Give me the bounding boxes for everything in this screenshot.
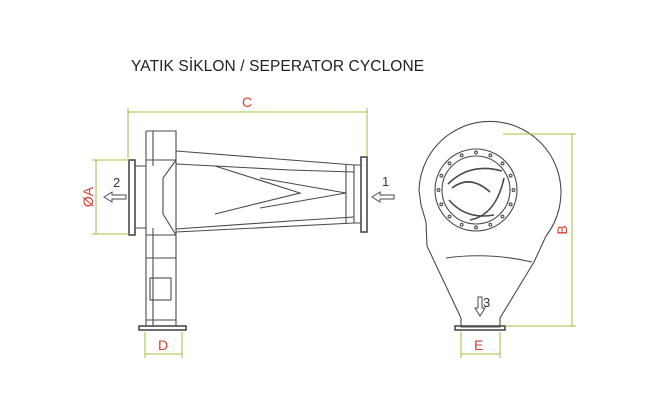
cone-inner-lines <box>175 163 355 230</box>
dim-label-c: C <box>242 94 252 110</box>
bolt-hole <box>508 202 513 207</box>
bolt-hole <box>500 214 505 219</box>
vortex-lines <box>214 165 347 215</box>
bolt-hole <box>488 222 493 227</box>
outlet-duct <box>135 165 146 229</box>
side-view <box>128 130 368 331</box>
page-title: YATIK SİKLON / SEPERATOR CYCLONE <box>131 58 425 75</box>
bolt-hole <box>500 161 505 166</box>
bolt-holes <box>436 150 516 230</box>
swirl-vane <box>447 167 503 185</box>
outlet-arrow-icon <box>103 191 127 203</box>
front-housing-seam <box>445 255 533 263</box>
dim-label-a: ØA <box>80 186 96 207</box>
dim-line-e <box>460 332 501 358</box>
bolt-hole <box>447 214 452 219</box>
dimension-lines: C ØA D E B <box>80 94 576 358</box>
inlet-bolt-flange <box>434 148 518 232</box>
dim-line-a <box>92 159 129 235</box>
body-head-lines <box>146 159 176 236</box>
bolt-hole <box>508 173 513 178</box>
body-head-cone <box>162 159 177 236</box>
bolt-hole <box>447 161 452 166</box>
inlet-opening <box>441 155 511 225</box>
dim-line-b <box>503 133 576 327</box>
bottom-flange <box>138 325 187 331</box>
vertical-body <box>145 130 177 326</box>
bolt-hole <box>439 202 444 207</box>
inlet-flange <box>360 156 368 233</box>
swirl-vane <box>451 181 491 193</box>
bolt-hole <box>459 153 464 158</box>
inlet-duct-ends <box>354 164 361 224</box>
inspection-door <box>149 277 172 301</box>
inlet-duct <box>345 165 355 223</box>
dim-label-d: D <box>158 337 168 353</box>
bolt-hole <box>439 173 444 178</box>
bolt-hole <box>511 188 516 192</box>
dim-line-c <box>127 108 368 158</box>
flow-arrows: 2 1 3 <box>103 174 490 317</box>
bolt-hole <box>488 153 493 158</box>
dim-label-e: E <box>474 337 483 353</box>
cone-outline <box>175 150 355 233</box>
flow-label-outlet: 2 <box>113 175 120 190</box>
bolt-hole <box>436 188 441 192</box>
outlet-flange <box>128 159 136 236</box>
dim-line-d <box>144 332 183 358</box>
discharge-arrow-icon <box>474 296 486 317</box>
swirl-vane <box>469 177 505 221</box>
discharge-flange <box>454 325 506 331</box>
inlet-arrow-icon <box>371 191 395 203</box>
bolt-hole <box>474 150 478 155</box>
swirl-vane <box>448 199 495 217</box>
dim-label-b: B <box>554 225 570 234</box>
front-view <box>418 120 562 331</box>
flow-label-discharge: 3 <box>483 295 490 310</box>
front-housing <box>418 120 562 328</box>
flow-label-inlet: 1 <box>382 174 389 189</box>
bolt-hole <box>459 222 464 227</box>
bolt-hole <box>474 225 478 230</box>
swirl-vanes <box>447 167 505 221</box>
